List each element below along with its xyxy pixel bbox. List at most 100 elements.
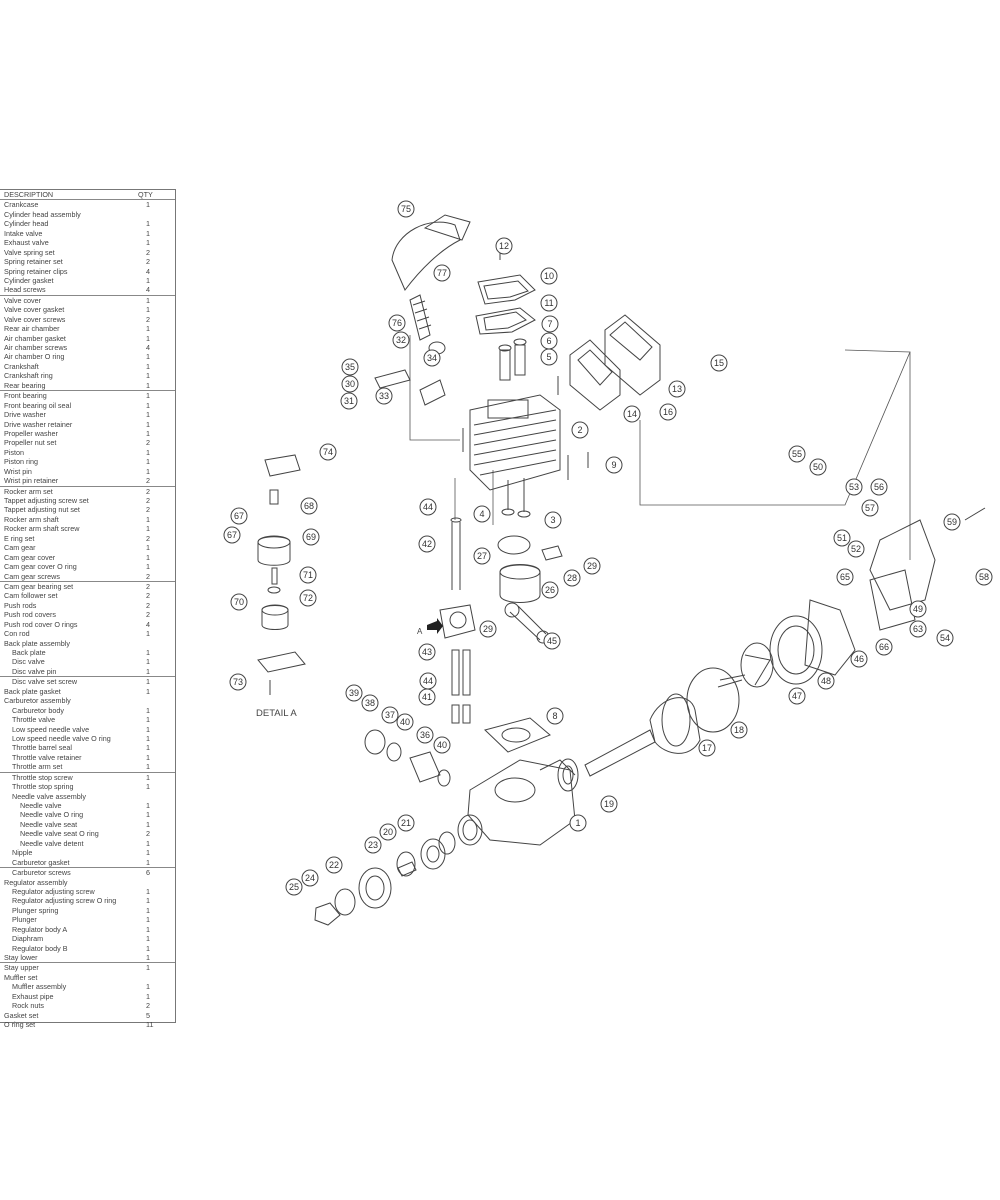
- callout-number: 30: [345, 379, 355, 389]
- callout-circle: [541, 581, 559, 599]
- callout-marker: 59: [943, 513, 961, 531]
- callout-marker: 25: [285, 878, 303, 896]
- callout-number: 17: [702, 743, 712, 753]
- callout-number: 8: [552, 711, 557, 721]
- part-description: Push rod cover O rings: [4, 619, 78, 629]
- callout-number: 29: [587, 561, 597, 571]
- part-description: Crankcase: [4, 200, 39, 210]
- part-quantity: 1: [146, 953, 150, 962]
- callout-marker: 16: [659, 403, 677, 421]
- callout-number: 11: [544, 298, 553, 308]
- part-description: Valve cover: [4, 295, 42, 305]
- callout-marker: 24: [301, 869, 319, 887]
- callout-circle: [419, 672, 437, 690]
- part-description: Front bearing: [4, 391, 47, 401]
- callout-number: 14: [627, 409, 637, 419]
- part-quantity: 1: [146, 801, 150, 810]
- callout-circle: [300, 497, 318, 515]
- callout-number: 65: [840, 572, 850, 582]
- table-row: Needle valve assembly: [0, 792, 175, 801]
- callout-number: 67: [227, 530, 237, 540]
- callout-circle: [397, 200, 415, 218]
- callout-marker: 23: [364, 836, 382, 854]
- part-quantity: 1: [146, 552, 150, 562]
- callout-number: 9: [611, 460, 616, 470]
- callout-circle: [223, 526, 241, 544]
- part-quantity: 2: [146, 581, 150, 591]
- muffler: [391, 221, 461, 291]
- part-description: Piston ring: [4, 457, 38, 467]
- part-description: E ring set: [4, 533, 35, 543]
- callout-circle: [302, 528, 320, 546]
- part-description: Disc valve set screw: [12, 677, 78, 687]
- part-description: Air chamber screws: [4, 343, 68, 352]
- callout-number: 26: [545, 585, 555, 595]
- part-quantity: 1: [146, 934, 150, 944]
- callout-marker: 30: [341, 375, 359, 393]
- callout-number: 52: [851, 544, 861, 554]
- part-description: Rear bearing: [4, 380, 46, 390]
- callout-marker: 68: [300, 497, 318, 515]
- callout-marker: 63: [909, 620, 927, 638]
- part-description: Nipple: [12, 848, 33, 858]
- callout-number: 15: [714, 358, 724, 368]
- callout-number: 34: [427, 353, 437, 363]
- callout-number: 39: [349, 688, 359, 698]
- part-quantity: 6: [146, 868, 150, 878]
- callout-number: 7: [547, 319, 552, 329]
- callout-circle: [473, 547, 491, 565]
- callout-marker: 46: [850, 650, 868, 668]
- part-quantity: 1: [146, 724, 150, 734]
- callout-number: 44: [423, 676, 433, 686]
- part-quantity: 2: [146, 486, 150, 496]
- part-description: Propeller washer: [4, 428, 58, 438]
- callout-marker: 7: [541, 315, 559, 333]
- callout-circle: [416, 726, 434, 744]
- callout-marker: 53: [845, 478, 863, 496]
- callout-circle: [423, 349, 441, 367]
- part-quantity: 1: [146, 419, 150, 429]
- callout-number: 38: [365, 698, 375, 708]
- callout-number: 2: [577, 425, 582, 435]
- part-quantity: 1: [146, 333, 150, 343]
- table-row: Carburetor assembly: [0, 696, 175, 705]
- part-description: Disc valve: [12, 657, 45, 667]
- part-quantity: 1: [146, 915, 150, 925]
- callout-circle: [847, 540, 865, 558]
- callout-marker: 21: [397, 814, 415, 832]
- part-description: Cam gear screws: [4, 571, 60, 581]
- cylinder-head: [469, 394, 561, 491]
- part-description: Diaphram: [12, 934, 44, 944]
- table-row: Diaphram 1: [0, 934, 175, 943]
- callout-circle: [433, 736, 451, 754]
- part-quantity: 2: [146, 591, 150, 601]
- table-row: Muffler set: [0, 973, 175, 982]
- part-description: Back plate assembly: [4, 638, 70, 648]
- callout-number: 58: [979, 572, 989, 582]
- callout-circle: [392, 331, 410, 349]
- callout-number: 74: [323, 447, 333, 457]
- callout-marker: 51: [833, 529, 851, 547]
- part-quantity: 1: [146, 857, 150, 867]
- callout-circle: [540, 332, 558, 350]
